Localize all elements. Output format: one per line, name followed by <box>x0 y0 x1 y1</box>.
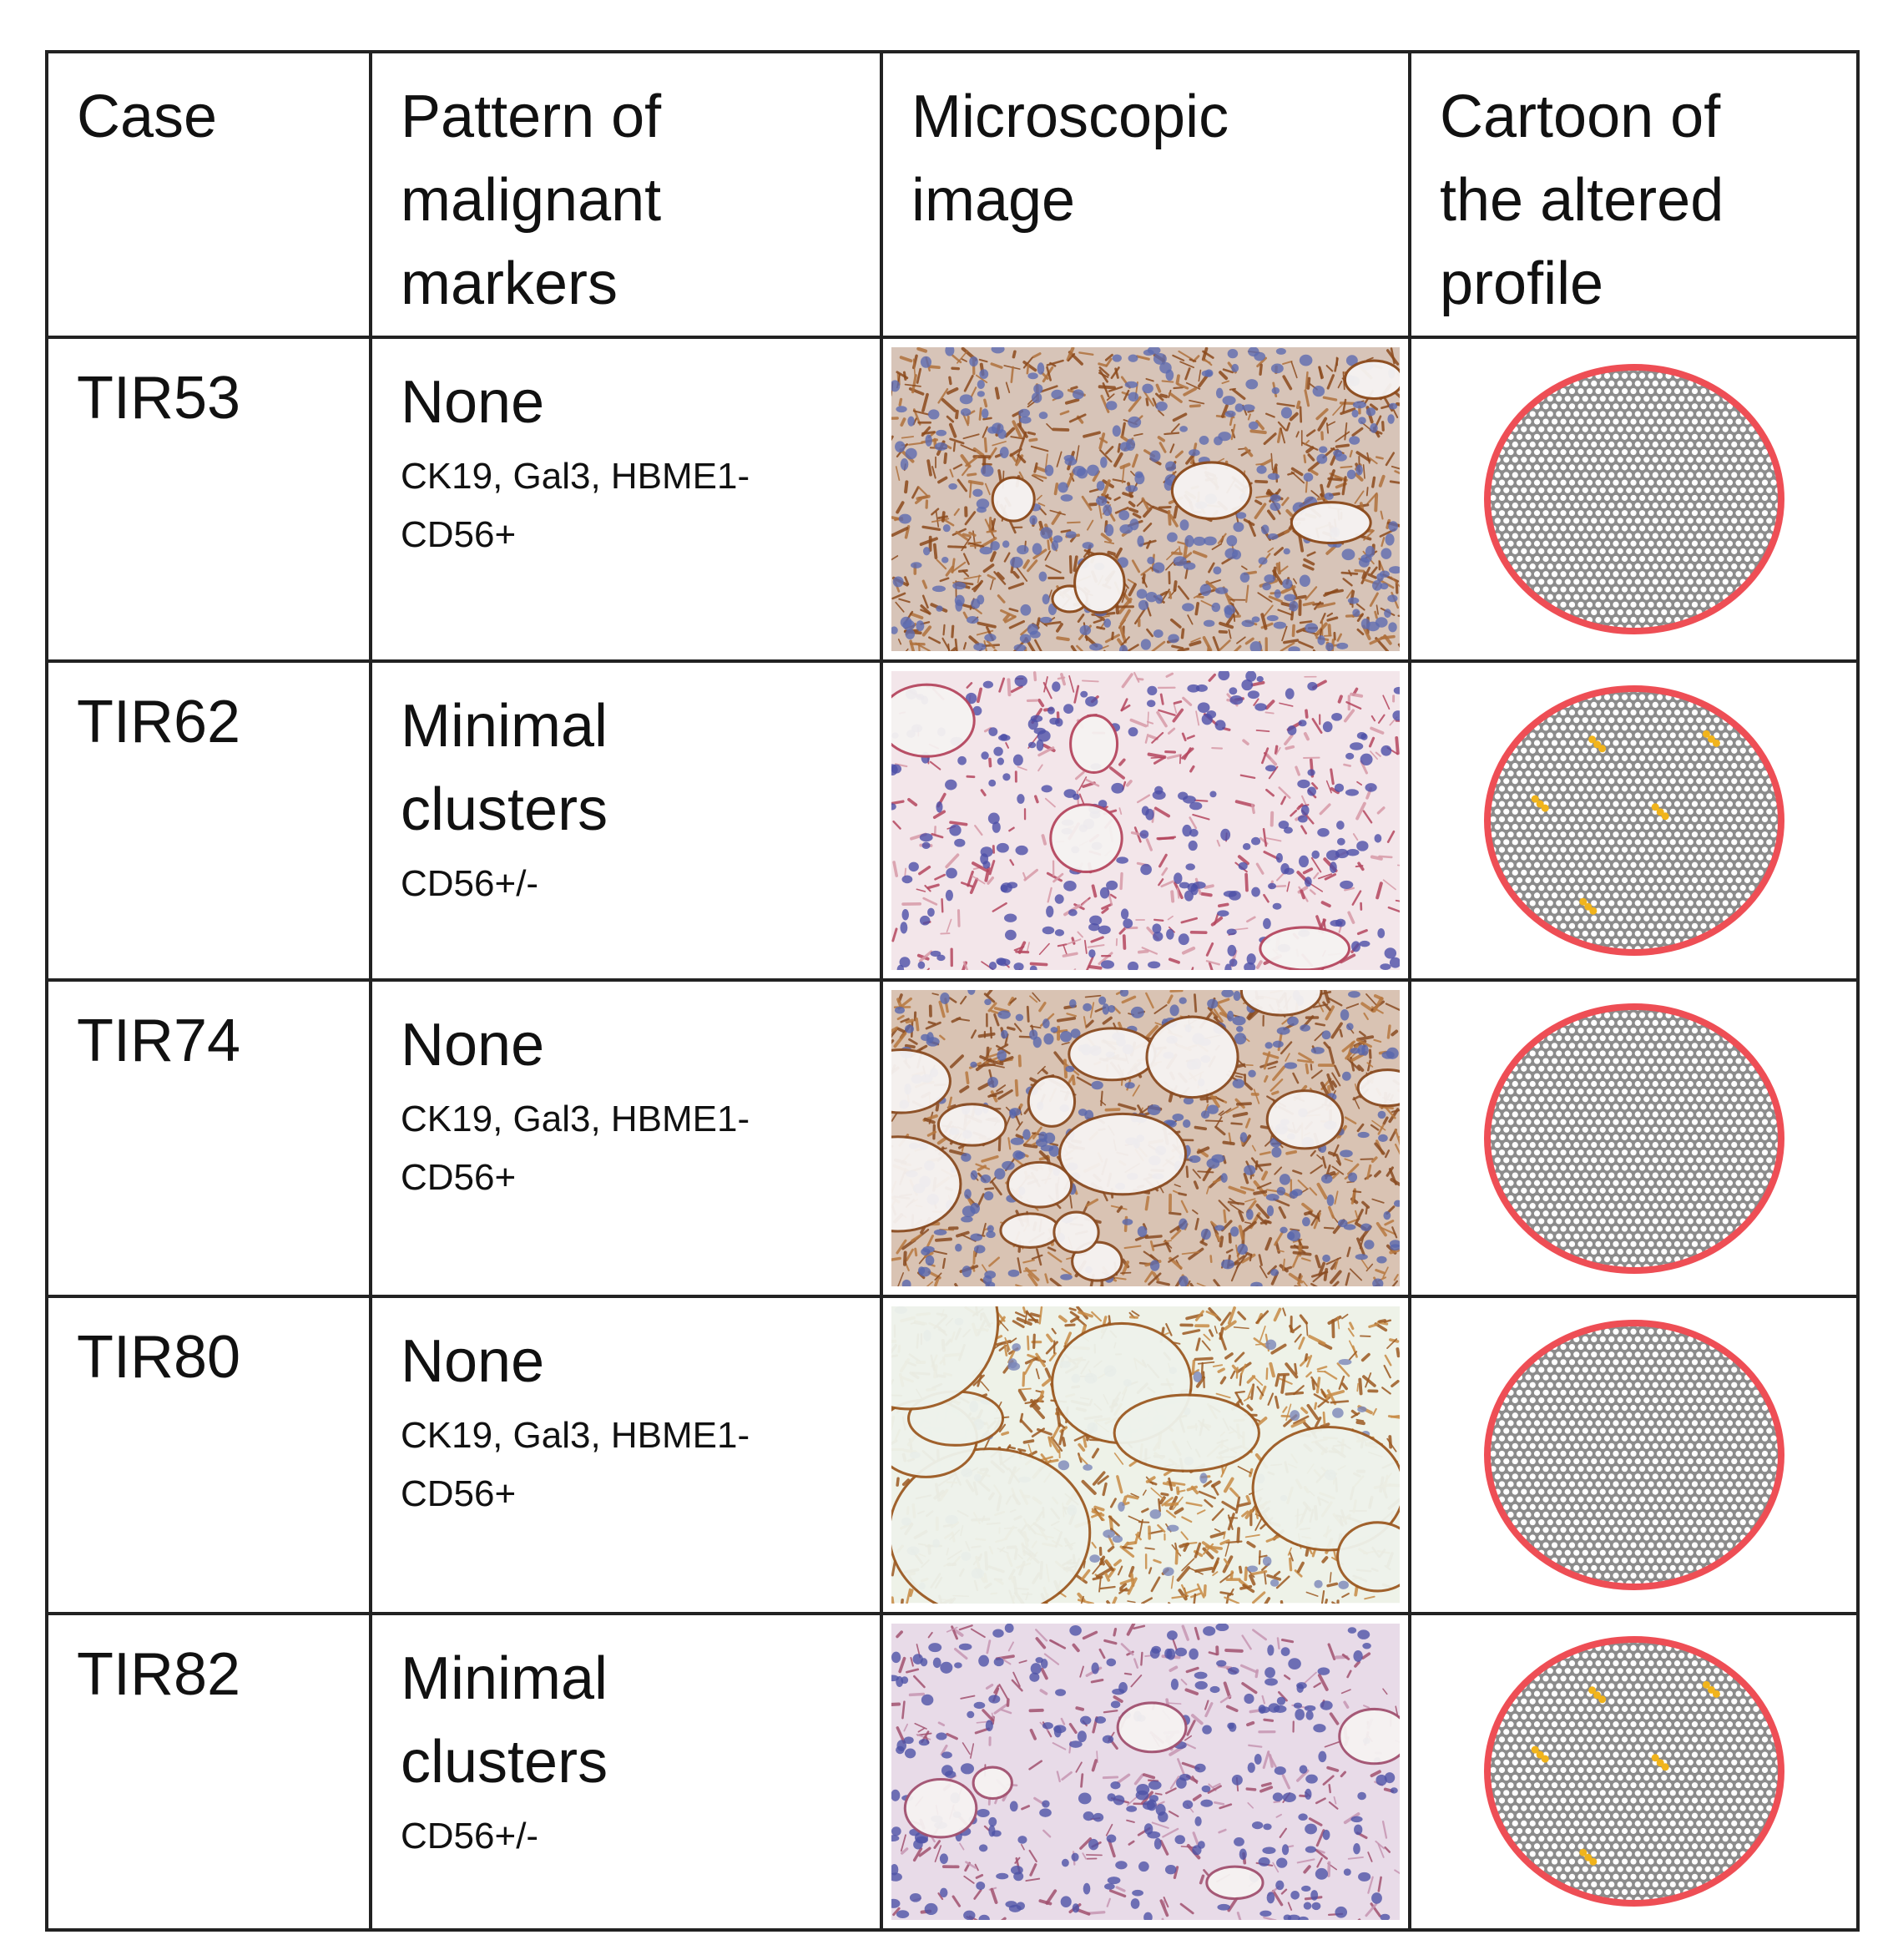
cartoon-cell <box>1408 659 1860 982</box>
cartoon-ring <box>1483 1003 1784 1274</box>
pattern-cell: Minimal clusters CD56+/- <box>369 1611 883 1932</box>
cartoon-ring <box>1483 1636 1784 1907</box>
marker-profile: CD56+/- <box>401 1815 539 1856</box>
pattern-label: None <box>401 1012 545 1079</box>
micrograph-image <box>891 347 1400 651</box>
micrograph-image <box>891 1306 1400 1604</box>
micro-cell <box>880 1295 1411 1615</box>
cluster-marker <box>1702 1680 1720 1698</box>
case-cell: TIR80 <box>45 1295 372 1615</box>
case-cell: TIR62 <box>45 659 372 982</box>
marker-profile: CK19, Gal3, HBME1- CD56+ <box>401 1415 750 1515</box>
micro-cell <box>880 659 1411 982</box>
case-id: TIR53 <box>77 365 241 432</box>
table-row: TIR53 None CK19, Gal3, HBME1- CD56+ <box>45 336 1860 663</box>
header-microscopic: Microscopic image <box>880 50 1411 339</box>
table-row: TIR62 Minimal clusters CD56+/- <box>45 659 1860 982</box>
header-pattern: Pattern of malignant markers <box>369 50 883 339</box>
cartoon-diagram <box>1483 1003 1784 1274</box>
cluster-marker <box>1578 1848 1597 1866</box>
cluster-marker <box>1531 795 1549 812</box>
pattern-label: None <box>401 1328 545 1396</box>
marker-profile: CD56+/- <box>401 863 539 904</box>
cartoon-cell <box>1408 977 1860 1299</box>
cluster-marker <box>1588 735 1606 753</box>
micrograph-texture <box>891 1306 1400 1604</box>
marker-profile: CK19, Gal3, HBME1- CD56+ <box>401 456 750 555</box>
cell-field <box>1488 369 1779 629</box>
cartoon-cell <box>1408 336 1860 663</box>
cluster-marker <box>1651 803 1669 821</box>
cell-field <box>1488 1008 1779 1269</box>
micrograph-texture <box>891 990 1400 1287</box>
cluster-marker <box>1588 1686 1606 1704</box>
case-cell: TIR82 <box>45 1611 372 1932</box>
pattern-cell: None CK19, Gal3, HBME1- CD56+ <box>369 1295 883 1615</box>
cluster-marker <box>1702 730 1720 747</box>
figure-table: Case Pattern of malignant markers Micros… <box>45 50 1860 1932</box>
pattern-cell: None CK19, Gal3, HBME1- CD56+ <box>369 977 883 1299</box>
cartoon-diagram <box>1483 364 1784 634</box>
table-row: TIR74 None CK19, Gal3, HBME1- CD56+ <box>45 977 1860 1299</box>
cartoon-cell <box>1408 1295 1860 1615</box>
header-row: Case Pattern of malignant markers Micros… <box>45 50 1860 339</box>
cluster-marker <box>1578 897 1597 915</box>
micrograph-texture <box>891 347 1400 651</box>
cell-field <box>1488 1641 1779 1902</box>
table-row: TIR82 Minimal clusters CD56+/- <box>45 1611 1860 1932</box>
cartoon-ring <box>1483 1319 1784 1590</box>
micrograph-image <box>891 1623 1400 1920</box>
table-row: TIR80 None CK19, Gal3, HBME1- CD56+ <box>45 1295 1860 1615</box>
cartoon-ring <box>1483 685 1784 956</box>
cell-field <box>1488 690 1779 951</box>
header-cartoon: Cartoon of the altered profile <box>1408 50 1860 339</box>
cluster-marker <box>1651 1754 1669 1771</box>
micro-cell <box>880 336 1411 663</box>
marker-profile: CK19, Gal3, HBME1- CD56+ <box>401 1099 750 1198</box>
case-id: TIR74 <box>77 1008 241 1074</box>
case-id: TIR62 <box>77 689 241 755</box>
pattern-label: None <box>401 369 545 436</box>
pattern-label: Minimal clusters <box>401 1644 608 1796</box>
pattern-cell: None CK19, Gal3, HBME1- CD56+ <box>369 336 883 663</box>
header-case: Case <box>45 50 372 339</box>
pattern-label: Minimal clusters <box>401 693 608 843</box>
cell-field <box>1488 1324 1779 1585</box>
cluster-marker <box>1531 1745 1549 1763</box>
micrograph-image <box>891 671 1400 970</box>
case-id: TIR82 <box>77 1640 241 1708</box>
micro-cell <box>880 977 1411 1299</box>
pattern-cell: Minimal clusters CD56+/- <box>369 659 883 982</box>
micrograph-image <box>891 990 1400 1287</box>
cartoon-diagram <box>1483 685 1784 956</box>
case-cell: TIR53 <box>45 336 372 663</box>
cartoon-ring <box>1483 364 1784 634</box>
cartoon-cell <box>1408 1611 1860 1932</box>
micro-cell <box>880 1611 1411 1932</box>
case-id: TIR80 <box>77 1324 241 1392</box>
cartoon-diagram <box>1483 1636 1784 1907</box>
micrograph-texture <box>891 1623 1400 1920</box>
case-cell: TIR74 <box>45 977 372 1299</box>
micrograph-texture <box>891 671 1400 970</box>
cartoon-diagram <box>1483 1319 1784 1590</box>
